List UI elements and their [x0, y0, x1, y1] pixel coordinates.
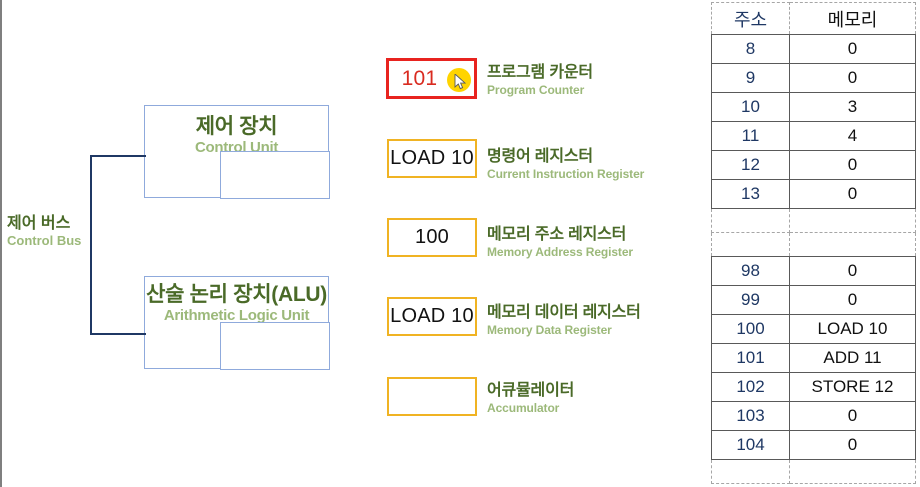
memory-table-header-row: 주소 메모리 — [711, 2, 916, 35]
memory-row-address: 104 — [711, 430, 790, 460]
accumulator-box[interactable] — [387, 377, 477, 416]
alu-box: 산술 논리 장치(ALU) Arithmetic Logic Unit — [144, 276, 330, 370]
alu-inner-box — [220, 322, 330, 370]
memory-data-register-label-ko: 메모리 데이터 레지스터 — [487, 304, 641, 321]
accumulator-label-en: Accumulator — [487, 401, 560, 415]
program-counter-label: 프로그램 카운터 Program Counter — [487, 63, 687, 98]
control-bus-label: 제어 버스 Control Bus — [7, 214, 89, 249]
memory-data-register-label-en: Memory Data Register — [487, 323, 612, 337]
program-counter-label-en: Program Counter — [487, 83, 585, 97]
memory-row-value: 0 — [789, 285, 916, 315]
current-instruction-register-value: LOAD 10 — [390, 147, 474, 169]
memory-address-register-box[interactable]: 100 — [387, 218, 477, 257]
program-counter-value: 101 — [401, 66, 438, 90]
alu-title-ko: 산술 논리 장치(ALU) — [146, 283, 327, 306]
control-bus-label-ko: 제어 버스 — [7, 215, 71, 232]
memory-row-address: 100 — [711, 314, 790, 344]
current-instruction-register-label-ko: 명령어 레지스터 — [487, 148, 593, 165]
memory-row-value: 0 — [789, 430, 916, 460]
program-counter-label-ko: 프로그램 카운터 — [487, 64, 593, 81]
memory-gap-row-upper — [711, 208, 916, 233]
accumulator-label-ko: 어큐뮬레이터 — [487, 382, 575, 399]
alu-title-en: Arithmetic Logic Unit — [163, 307, 310, 324]
memory-gap-cell — [789, 208, 916, 233]
memory-row-value: 0 — [789, 150, 916, 180]
memory-row-address: 11 — [711, 121, 790, 151]
memory-gap-cell — [711, 459, 790, 484]
memory-gap-cell — [711, 208, 790, 233]
memory-address-register-label-en: Memory Address Register — [487, 245, 633, 259]
control-unit-box: 제어 장치 Control Unit — [144, 105, 330, 199]
memory-row-value: ADD 11 — [789, 343, 916, 373]
program-counter-box[interactable]: 101 — [386, 58, 477, 99]
memory-address-register-label-ko: 메모리 주소 레지스터 — [487, 226, 627, 243]
memory-row-value: 3 — [789, 92, 916, 122]
memory-gap-row-end — [711, 459, 916, 484]
memory-gap-cell — [789, 459, 916, 484]
memory-address-register-value: 100 — [415, 226, 449, 248]
control-bus-bracket — [90, 155, 146, 335]
memory-row-value: 4 — [789, 121, 916, 151]
memory-row-address: 8 — [711, 34, 790, 64]
memory-data-register-box[interactable]: LOAD 10 — [387, 297, 477, 336]
control-bus-label-en: Control Bus — [7, 233, 82, 248]
memory-gap-row-lower — [711, 232, 916, 257]
accumulator-label: 어큐뮬레이터 Accumulator — [487, 381, 687, 416]
memory-row-value: 0 — [789, 401, 916, 431]
memory-gap-cell — [711, 232, 790, 257]
memory-row-address: 98 — [711, 256, 790, 286]
mouse-cursor-icon — [454, 74, 467, 90]
memory-row-address: 99 — [711, 285, 790, 315]
current-instruction-register-label: 명령어 레지스터 Current Instruction Register — [487, 147, 697, 182]
memory-row-value: 0 — [789, 179, 916, 209]
memory-row-value: LOAD 10 — [789, 314, 916, 344]
memory-row-value: 0 — [789, 256, 916, 286]
memory-table-header-value: 메모리 — [789, 2, 916, 35]
memory-row-value: 0 — [789, 34, 916, 64]
current-instruction-register-box[interactable]: LOAD 10 — [387, 139, 477, 178]
control-unit-title-ko: 제어 장치 — [195, 115, 278, 138]
memory-row-address: 9 — [711, 63, 790, 93]
memory-row-address: 102 — [711, 372, 790, 402]
memory-row-address: 101 — [711, 343, 790, 373]
control-unit-inner-box — [220, 151, 330, 199]
memory-address-register-label: 메모리 주소 레지스터 Memory Address Register — [487, 225, 702, 260]
current-instruction-register-label-en: Current Instruction Register — [487, 167, 645, 181]
alu-title: 산술 논리 장치(ALU) Arithmetic Logic Unit — [145, 282, 328, 325]
memory-data-register-label: 메모리 데이터 레지스터 Memory Data Register — [487, 303, 707, 338]
memory-row-value: 0 — [789, 63, 916, 93]
memory-row-value: STORE 12 — [789, 372, 916, 402]
memory-row-address: 12 — [711, 150, 790, 180]
memory-table-header-address: 주소 — [711, 2, 790, 35]
memory-row-address: 103 — [711, 401, 790, 431]
memory-data-register-value: LOAD 10 — [390, 305, 474, 327]
memory-gap-cell — [789, 232, 916, 257]
memory-row-address: 10 — [711, 92, 790, 122]
memory-row-address: 13 — [711, 179, 790, 209]
